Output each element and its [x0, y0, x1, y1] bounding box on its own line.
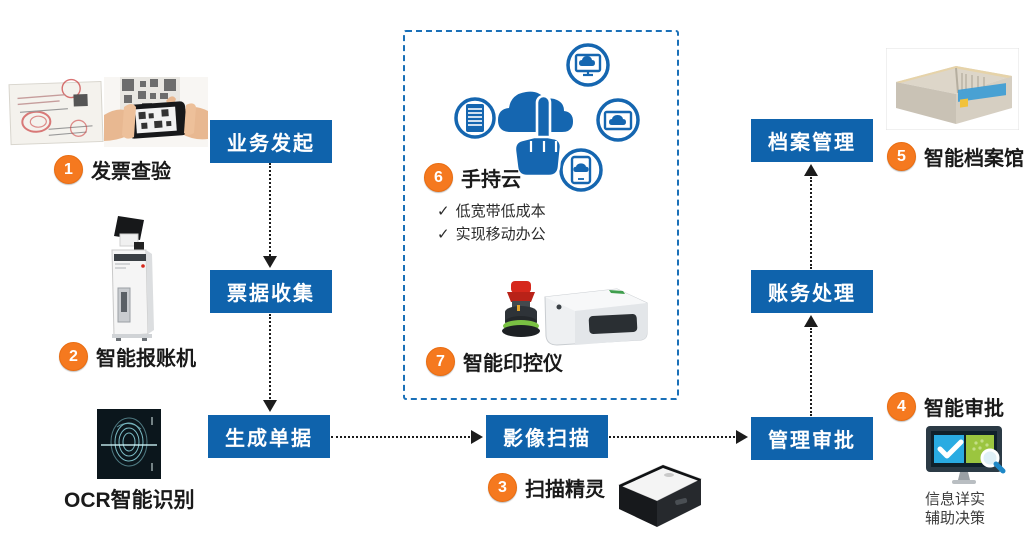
approval-monitor-icon	[926, 426, 1006, 484]
seal-device	[502, 281, 540, 337]
connector-line	[810, 177, 812, 269]
flow-box-archive-management: 档案管理	[751, 119, 873, 162]
approval-note-line: 信息详实	[924, 491, 985, 508]
check-icon: ✓	[437, 226, 450, 243]
station-smart-approval: 4 智能审批	[887, 392, 1004, 421]
qr-scan-photo	[104, 77, 208, 147]
server-icon	[454, 97, 496, 139]
archive-model-image	[886, 48, 1019, 130]
station-scan-sprite: 3 扫描精灵	[488, 473, 605, 502]
flow-box-generate-documents: 生成单据	[208, 415, 330, 458]
scanner-image	[617, 464, 703, 527]
arrow-down-icon	[263, 400, 277, 412]
ocr-recognition-label: OCR智能识别	[64, 489, 195, 512]
station-number-badge: 7	[426, 347, 455, 376]
cloud-benefit-item: ✓ 实现移动办公	[437, 223, 546, 244]
approval-note-line: 辅助决策	[924, 510, 985, 527]
station-label: 智能印控仪	[463, 353, 563, 375]
seal-controller-image	[502, 281, 648, 346]
connector-line	[609, 436, 735, 438]
station-label: 智能报账机	[96, 348, 196, 370]
station-number-badge: 6	[424, 163, 453, 192]
arrow-up-icon	[804, 315, 818, 327]
check-icon: ✓	[437, 203, 450, 220]
arrow-right-icon	[736, 430, 748, 444]
cloud-benefit-item: ✓ 低宽带低成本	[437, 200, 546, 221]
flow-box-accounting-processing: 账务处理	[751, 270, 873, 313]
bullet-text: 实现移动办公	[455, 226, 546, 243]
bullet-text: 低宽带低成本	[455, 203, 546, 220]
station-number-badge: 2	[59, 342, 88, 371]
station-label: 智能审批	[924, 398, 1004, 420]
station-handheld-cloud: 6 手持云	[424, 163, 521, 192]
flow-box-management-approval: 管理审批	[751, 417, 873, 460]
connector-line	[269, 163, 271, 256]
invoice-qr-scan-photo	[8, 77, 208, 147]
flow-box-image-scanning: 影像扫描	[486, 415, 608, 458]
station-label: 手持云	[461, 169, 521, 191]
connector-line	[331, 436, 470, 438]
seal-printer	[544, 288, 648, 346]
station-number-badge: 3	[488, 473, 517, 502]
pointing-hand-icon	[513, 94, 563, 178]
station-label: 智能档案馆	[924, 148, 1024, 170]
station-label: 发票查验	[91, 161, 171, 183]
tablet-cloud-icon	[559, 148, 603, 192]
invoice-paper	[8, 78, 104, 146]
flow-box-receipt-collection: 票据收集	[210, 270, 332, 313]
flow-box-business-initiation: 业务发起	[210, 120, 332, 163]
desktop-cloud-icon	[566, 43, 610, 87]
station-seal-controller: 7 智能印控仪	[426, 347, 563, 376]
station-smart-reimbursement-machine: 2 智能报账机	[59, 342, 196, 371]
approval-note: 信息详实 辅助决策	[920, 490, 990, 528]
station-number-badge: 4	[887, 392, 916, 421]
station-label: 扫描精灵	[525, 479, 605, 501]
screen-cloud-icon	[596, 98, 640, 142]
station-smart-archive: 5 智能档案馆	[887, 142, 1024, 171]
cloud-icon	[498, 91, 573, 132]
cloud-hand-icon	[454, 43, 640, 192]
arrow-up-icon	[804, 164, 818, 176]
station-number-badge: 1	[54, 155, 83, 184]
connector-line	[269, 314, 271, 399]
reimbursement-kiosk-image	[111, 216, 154, 341]
station-invoice-verification: 1 发票查验	[54, 155, 171, 184]
arrow-right-icon	[471, 430, 483, 444]
station-number-badge: 5	[887, 142, 916, 171]
arrow-down-icon	[263, 256, 277, 268]
connector-line	[810, 328, 812, 416]
ocr-fingerprint-image	[97, 409, 161, 479]
